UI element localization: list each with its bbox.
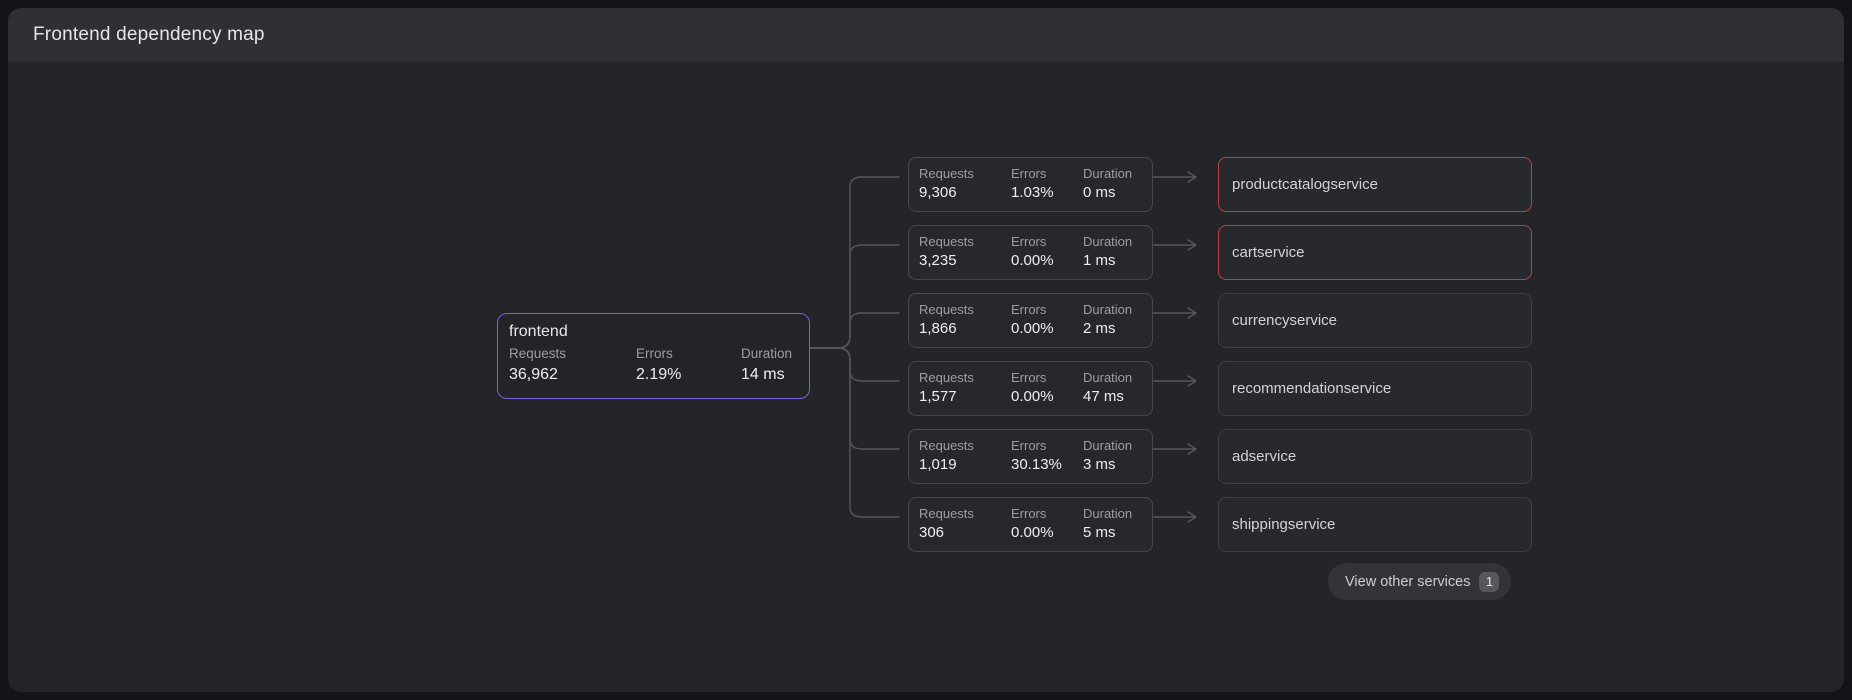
errors-label: Errors (1011, 166, 1047, 181)
duration-label: Duration (1083, 166, 1133, 181)
service-node-currencyservice[interactable]: currencyservice (1218, 293, 1532, 348)
duration-value: 14 ms (741, 366, 785, 383)
edge-stats-card[interactable]: Requests 306 Errors 0.00% Duration 5 ms (908, 497, 1153, 552)
requests-value: 9,306 (919, 184, 957, 201)
errors-label: Errors (636, 346, 673, 361)
duration-label: Duration (1083, 370, 1133, 385)
service-node-recommendationservice[interactable]: recommendationservice (1218, 361, 1532, 416)
duration-value: 3 ms (1083, 456, 1116, 473)
view-other-services-button[interactable]: View other services 1 (1328, 563, 1512, 600)
duration-label: Duration (1083, 302, 1133, 317)
requests-label: Requests (919, 506, 974, 521)
requests-label: Requests (919, 302, 974, 317)
frontend-node-name: frontend (509, 323, 568, 340)
edge-stats-card[interactable]: Requests 3,235 Errors 0.00% Duration 1 ms (908, 225, 1153, 280)
requests-value: 3,235 (919, 252, 957, 269)
frontend-node[interactable]: frontend Requests 36,962 Errors 2.19% Du… (497, 313, 810, 399)
panel-header: Frontend dependency map (8, 8, 1844, 62)
service-name: currencyservice (1232, 312, 1338, 329)
duration-label: Duration (1083, 506, 1133, 521)
errors-value: 30.13% (1011, 456, 1062, 473)
errors-value: 0.00% (1011, 252, 1054, 269)
service-name: cartservice (1232, 244, 1305, 261)
edge-stats-card[interactable]: Requests 1,577 Errors 0.00% Duration 47 ms (908, 361, 1153, 416)
duration-value: 0 ms (1083, 184, 1116, 201)
service-node-productcatalogservice[interactable]: productcatalogservice (1218, 157, 1532, 212)
duration-label: Duration (1083, 438, 1133, 453)
requests-label: Requests (919, 166, 974, 181)
requests-value: 1,019 (919, 456, 957, 473)
service-name: recommendationservice (1232, 380, 1392, 397)
requests-value: 36,962 (509, 366, 558, 383)
errors-label: Errors (1011, 438, 1047, 453)
requests-label: Requests (509, 346, 567, 361)
requests-value: 306 (919, 524, 945, 541)
service-node-adservice[interactable]: adservice (1218, 429, 1532, 484)
requests-label: Requests (919, 438, 974, 453)
dependency-map-panel: Frontend dependency map (8, 8, 1844, 692)
errors-value: 1.03% (1011, 184, 1054, 201)
edge-stats-card[interactable]: Requests 9,306 Errors 1.03% Duration 0 ms (908, 157, 1153, 212)
service-node-shippingservice[interactable]: shippingservice (1218, 497, 1532, 552)
errors-value: 0.00% (1011, 320, 1054, 337)
requests-value: 1,577 (919, 388, 957, 405)
requests-value: 1,866 (919, 320, 957, 337)
duration-value: 1 ms (1083, 252, 1116, 269)
duration-value: 47 ms (1083, 388, 1124, 405)
service-name: shippingservice (1232, 516, 1336, 533)
count-badge: 1 (1479, 571, 1500, 592)
service-node-cartservice[interactable]: cartservice (1218, 225, 1532, 280)
errors-value: 0.00% (1011, 524, 1054, 541)
panel-title: Frontend dependency map (33, 24, 265, 45)
duration-label: Duration (741, 346, 793, 361)
requests-label: Requests (919, 370, 974, 385)
duration-label: Duration (1083, 234, 1133, 249)
duration-value: 5 ms (1083, 524, 1116, 541)
errors-label: Errors (1011, 302, 1047, 317)
errors-value: 2.19% (636, 366, 682, 383)
frontend-node-stats: Requests 36,962 Errors 2.19% Duration 14… (509, 345, 797, 386)
requests-label: Requests (919, 234, 974, 249)
edge-stats-card[interactable]: Requests 1,019 Errors 30.13% Duration 3 ms (908, 429, 1153, 484)
errors-label: Errors (1011, 234, 1047, 249)
errors-label: Errors (1011, 370, 1047, 385)
edge-stats-card[interactable]: Requests 1,866 Errors 0.00% Duration 2 ms (908, 293, 1153, 348)
errors-value: 0.00% (1011, 388, 1054, 405)
errors-label: Errors (1011, 506, 1047, 521)
service-name: adservice (1232, 448, 1297, 465)
view-other-services-label: View other services (1345, 573, 1471, 590)
service-name: productcatalogservice (1232, 176, 1378, 193)
duration-value: 2 ms (1083, 320, 1116, 337)
